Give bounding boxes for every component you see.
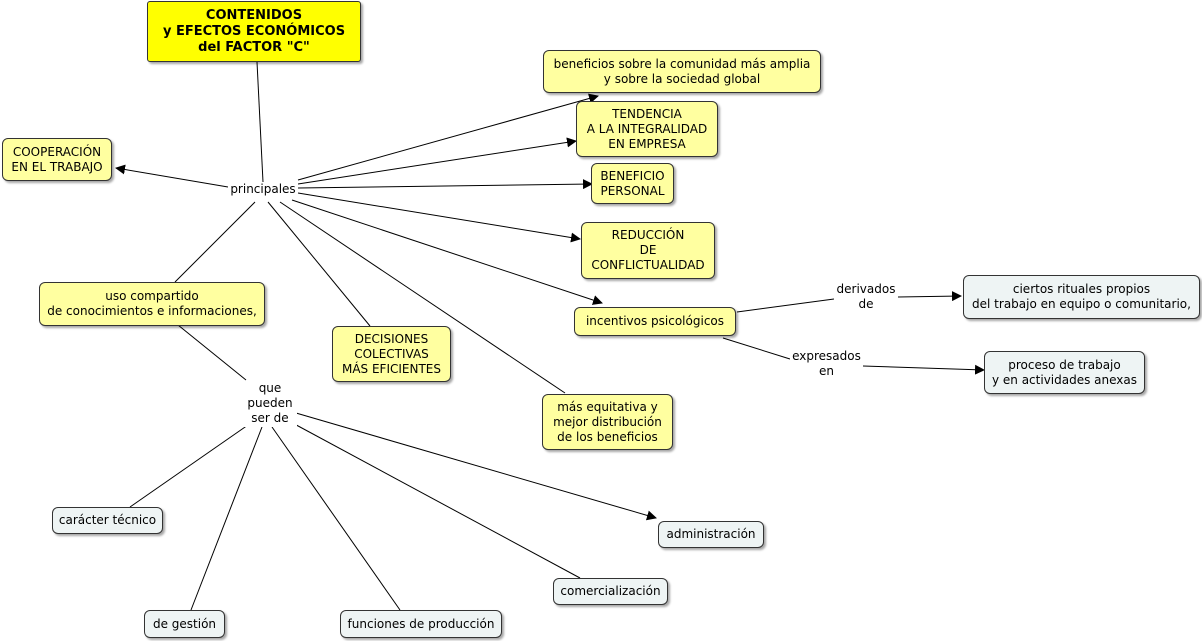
link-to-tendencia [297,137,577,185]
link-uso-que [177,324,247,381]
concept-uso-compartido[interactable]: uso compartido de conocimientos e inform… [39,282,265,326]
link-to-cooperacion [115,164,229,188]
concept-beneficio-personal[interactable]: BENEFICIO PERSONAL [591,163,674,204]
link-expresados-proceso [862,364,985,375]
link-to-reduccion [297,192,581,243]
linking-phrase-derivados: derivados de [834,282,898,313]
link-to-uso-compartido [174,201,256,283]
concept-equitativa[interactable]: más equitativa y mejor distribución de l… [542,394,673,450]
link-root-principales [256,61,264,183]
concept-cooperacion[interactable]: COOPERACIÓN EN EL TRABAJO [2,138,112,181]
linking-phrase-que-pueden: que pueden ser de [243,381,297,427]
link-to-caracter [129,424,249,508]
link-incentivos-derivados [736,298,835,313]
link-to-beneficios-comunidad [297,93,599,181]
linking-phrase-principales: principales [228,182,298,199]
concept-rituales[interactable]: ciertos rituales propios del trabajo en … [963,275,1200,319]
link-to-equitativa [279,201,566,394]
link-to-gestion [190,426,263,611]
concept-gestion[interactable]: de gestión [144,610,225,638]
link-incentivos-expresados [722,337,791,360]
concept-reduccion[interactable]: REDUCCIÓN DE CONFLICTUALIDAD [581,222,715,279]
link-to-decisiones [267,201,371,327]
concept-decisiones[interactable]: DECISIONES COLECTIVAS MÁS EFICIENTES [332,326,451,382]
link-to-administracion [295,412,657,521]
link-to-incentivos [291,199,603,305]
link-to-beneficio-personal [297,179,593,190]
concept-tendencia[interactable]: TENDENCIA A LA INTEGRALIDAD EN EMPRESA [576,101,718,157]
concept-comercializacion[interactable]: comercialización [553,578,668,605]
concept-caracter-tecnico[interactable]: carácter técnico [52,507,163,534]
concept-incentivos[interactable]: incentivos psicológicos [574,307,736,336]
concept-proceso[interactable]: proceso de trabajo y en actividades anex… [984,351,1145,394]
linking-phrase-expresados: expresados en [790,349,863,380]
concept-beneficios-comunidad[interactable]: beneficios sobre la comunidad más amplia… [543,50,821,93]
concept-funciones[interactable]: funciones de producción [340,610,502,638]
concept-administracion[interactable]: administración [658,521,764,548]
link-derivados-rituales [897,291,962,302]
link-to-funciones [271,426,401,611]
concept-root[interactable]: CONTENIDOS y EFECTOS ECONÓMICOS del FACT… [147,1,361,62]
link-to-comercializacion [286,419,581,579]
